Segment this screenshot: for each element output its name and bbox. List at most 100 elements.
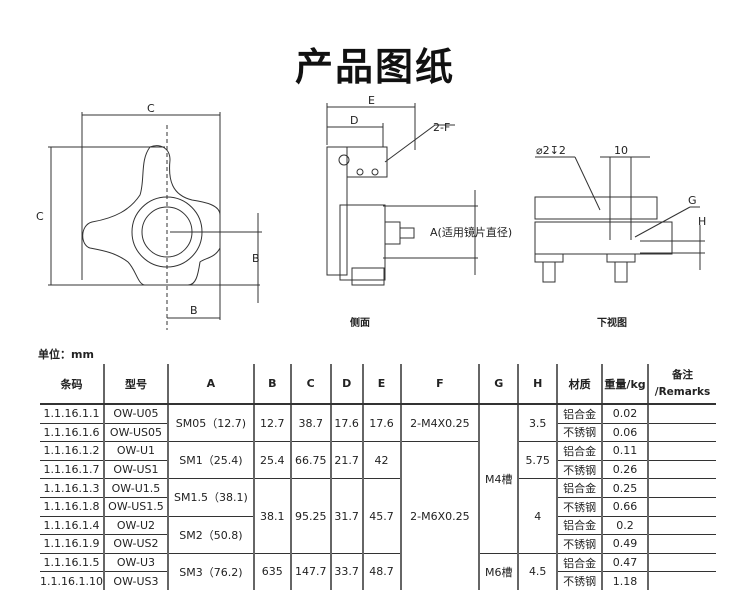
remarks-cell <box>647 423 716 443</box>
model-cell: OW-US3 <box>102 571 168 590</box>
weight-cell: 0.25 <box>601 478 649 498</box>
material-cell: 铝合金 <box>556 516 603 536</box>
page-title: 产品图纸 <box>294 45 455 89</box>
header-a: A <box>166 364 254 405</box>
material-cell: 铝合金 <box>556 478 603 498</box>
model-cell: OW-U3 <box>102 553 168 573</box>
dim-c-left: C <box>36 210 44 223</box>
model-cell: OW-US1 <box>102 460 168 480</box>
unit-label: 单位：mm <box>38 348 94 361</box>
material-cell: 铝合金 <box>556 441 603 461</box>
header-e: E <box>361 364 401 405</box>
front-view-drawing: C C B B <box>36 102 262 330</box>
code-cell: 1.1.16.1.8 <box>40 497 104 517</box>
weight-cell: 0.49 <box>601 534 649 554</box>
bottom-view-caption: 下视图 <box>597 316 627 329</box>
code-cell: 1.1.16.1.2 <box>40 441 104 461</box>
header-h: H <box>517 364 558 405</box>
dim-2f: 2-F <box>433 121 450 134</box>
e-cell: 48.7 <box>361 553 401 590</box>
remarks-cell <box>647 516 716 536</box>
technical-drawings: C C B B 2-F E D A(适用镜片直径) 侧面 <box>36 94 706 330</box>
b-cell: 12.7 <box>252 404 291 443</box>
material-cell: 铝合金 <box>556 553 603 573</box>
model-cell: OW-U2 <box>102 516 168 536</box>
dim-e: E <box>368 94 375 107</box>
dim-h: H <box>698 215 706 228</box>
d-cell: 21.7 <box>329 441 363 480</box>
table-header-row: 条码 型号 A B C D E F G H 材质 重量/kg 备注/Remark… <box>40 364 716 405</box>
spec-table: 条码 型号 A B C D E F G H 材质 重量/kg 备注/Remark… <box>40 364 716 590</box>
code-cell: 1.1.16.1.10 <box>40 571 104 590</box>
dim-b-bottom: B <box>190 304 198 317</box>
remarks-cell <box>647 478 716 498</box>
c-cell: 66.75 <box>289 441 331 480</box>
remarks-cell <box>647 497 716 517</box>
f-cell: 2-M4X0.25 <box>399 404 480 443</box>
d-cell: 31.7 <box>329 478 363 554</box>
h-cell: 4 <box>517 478 558 554</box>
a-cell: SM05（12.7) <box>166 404 254 443</box>
remarks-cn: 备注 <box>672 368 693 381</box>
material-cell: 不锈钢 <box>556 423 603 443</box>
g-cell: M6槽 <box>478 553 519 590</box>
code-cell: 1.1.16.1.3 <box>40 478 104 498</box>
model-cell: OW-U1.5 <box>102 478 168 498</box>
header-c: C <box>289 364 331 405</box>
c-cell: 95.25 <box>289 478 331 554</box>
weight-cell: 1.18 <box>601 571 649 590</box>
material-cell: 不锈钢 <box>556 571 603 590</box>
a-cell: SM3（76.2) <box>166 553 254 590</box>
dim-b-right: B <box>252 252 260 265</box>
dim-a: A(适用镜片直径) <box>430 225 512 239</box>
model-cell: OW-U05 <box>102 404 168 424</box>
f-cell: 2-M6X0.25 <box>399 441 480 590</box>
remarks-cell <box>647 571 716 590</box>
code-cell: 1.1.16.1.7 <box>40 460 104 480</box>
remarks-cell <box>647 441 716 461</box>
b-cell: 38.1 <box>252 478 291 554</box>
remarks-cell <box>647 460 716 480</box>
model-cell: OW-US05 <box>102 423 168 443</box>
header-d: D <box>329 364 363 405</box>
b-cell: 25.4 <box>252 441 291 480</box>
code-cell: 1.1.16.1.6 <box>40 423 104 443</box>
h-cell: 3.5 <box>517 404 558 443</box>
header-b: B <box>252 364 291 405</box>
side-view-drawing: 2-F E D A(适用镜片直径) 侧面 <box>326 94 512 329</box>
e-cell: 45.7 <box>361 478 401 554</box>
header-g: G <box>478 364 519 405</box>
dim-c-top: C <box>147 102 155 115</box>
model-cell: OW-US2 <box>102 534 168 554</box>
header-remarks: 备注/Remarks <box>647 364 716 405</box>
material-cell: 不锈钢 <box>556 460 603 480</box>
dim-hole: ⌀2↧2 <box>536 144 566 157</box>
weight-cell: 0.06 <box>601 423 649 443</box>
d-cell: 33.7 <box>329 553 363 590</box>
h-cell: 5.75 <box>517 441 558 480</box>
e-cell: 42 <box>361 441 401 480</box>
weight-cell: 0.2 <box>601 516 649 536</box>
weight-cell: 0.66 <box>601 497 649 517</box>
material-cell: 不锈钢 <box>556 497 603 517</box>
weight-cell: 0.47 <box>601 553 649 573</box>
remarks-en: /Remarks <box>654 385 711 398</box>
code-cell: 1.1.16.1.1 <box>40 404 104 424</box>
h-cell: 4.5 <box>517 553 558 590</box>
c-cell: 38.7 <box>289 404 331 443</box>
remarks-cell <box>647 404 716 424</box>
bottom-view-drawing: ⌀2↧2 10 G H 下视图 <box>534 144 706 329</box>
remarks-cell <box>647 553 716 573</box>
weight-cell: 0.02 <box>601 404 649 424</box>
b-cell: 635 <box>252 553 291 590</box>
code-cell: 1.1.16.1.5 <box>40 553 104 573</box>
weight-cell: 0.26 <box>601 460 649 480</box>
